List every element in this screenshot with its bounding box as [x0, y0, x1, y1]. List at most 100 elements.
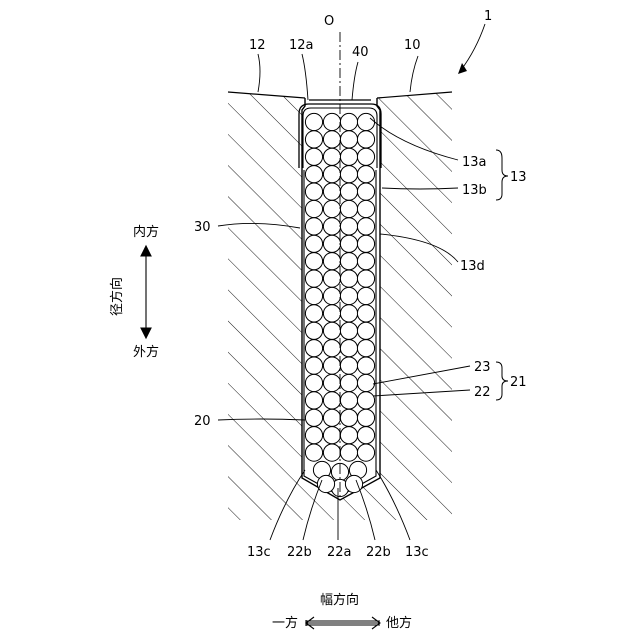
conductor-wire — [340, 270, 357, 287]
conductor-wire — [323, 357, 340, 374]
conductor-wire — [305, 374, 322, 391]
conductor-wire — [305, 270, 322, 287]
label-1: 1 — [484, 9, 492, 24]
label-axis-o: O — [324, 14, 334, 29]
conductor-wire — [305, 253, 322, 270]
conductor-wire — [357, 409, 374, 426]
label-13c-left: 13c — [247, 545, 271, 560]
conductor-wire — [305, 392, 322, 409]
label-40: 40 — [352, 45, 369, 60]
conductor-wire — [340, 392, 357, 409]
brace-21 — [496, 362, 508, 400]
label-radial-title: 径方向 — [109, 277, 125, 316]
conductor-wire — [357, 200, 374, 217]
conductor-wire — [305, 444, 322, 461]
conductor-wire — [340, 287, 357, 304]
conductor-wire — [357, 183, 374, 200]
conductor-wire — [340, 322, 357, 339]
radial-arrow — [141, 246, 151, 338]
label-20: 20 — [194, 414, 211, 429]
label-23: 23 — [474, 360, 491, 375]
label-22: 22 — [474, 385, 491, 400]
conductor-wire — [340, 131, 357, 148]
label-12: 12 — [249, 38, 266, 53]
conductor-wire — [357, 235, 374, 252]
conductor-wire — [305, 218, 322, 235]
conductor-wire — [323, 374, 340, 391]
conductor-wire — [323, 427, 340, 444]
conductor-wire — [357, 392, 374, 409]
conductor-wire — [323, 253, 340, 270]
conductor-wire — [305, 340, 322, 357]
conductor-wire — [305, 200, 322, 217]
conductor-wire — [323, 131, 340, 148]
label-12a: 12a — [289, 38, 314, 53]
conductor-wire — [305, 305, 322, 322]
conductor-wire — [340, 148, 357, 165]
conductor-wire — [305, 166, 322, 183]
label-22b-right: 22b — [366, 545, 391, 560]
width-arrow — [306, 617, 380, 629]
conductor-wire — [357, 305, 374, 322]
label-13: 13 — [510, 170, 527, 185]
conductor-wire — [357, 444, 374, 461]
conductor-wire — [323, 287, 340, 304]
conductor-wire — [340, 253, 357, 270]
conductor-wire — [323, 200, 340, 217]
label-width-one: 一方 — [272, 615, 298, 631]
conductor-wire — [357, 287, 374, 304]
conductor-wire — [340, 409, 357, 426]
conductor-wire — [340, 218, 357, 235]
label-width-other: 他方 — [386, 615, 412, 631]
conductor-wire — [305, 131, 322, 148]
conductor-wire — [305, 409, 322, 426]
conductor-wire — [323, 409, 340, 426]
conductor-wire — [357, 218, 374, 235]
conductor-wire — [340, 340, 357, 357]
conductor-wire — [305, 148, 322, 165]
arrow-fig1-icon — [458, 63, 467, 74]
label-radial-outer: 外方 — [133, 344, 159, 360]
label-22a: 22a — [327, 545, 352, 560]
label-13c-right: 13c — [405, 545, 429, 560]
conductor-wire — [305, 235, 322, 252]
conductor-wire — [357, 357, 374, 374]
conductor-wire — [323, 235, 340, 252]
conductor-wire — [340, 113, 357, 130]
conductor-wire — [323, 340, 340, 357]
conductor-wire — [323, 305, 340, 322]
conductor-wire — [357, 113, 374, 130]
arrow-down-icon — [141, 328, 151, 338]
conductor-wire — [357, 340, 374, 357]
arrow-up-icon — [141, 246, 151, 256]
conductor-wire — [323, 270, 340, 287]
brace-13 — [496, 150, 508, 200]
conductor-wire — [323, 183, 340, 200]
conductor-wire — [340, 444, 357, 461]
label-width-title: 幅方向 — [320, 592, 359, 608]
conductor-wire — [340, 235, 357, 252]
conductor-wire — [357, 166, 374, 183]
label-30: 30 — [194, 220, 211, 235]
conductor-wire — [323, 218, 340, 235]
conductor-wire — [340, 166, 357, 183]
label-10: 10 — [404, 38, 421, 53]
conductor-wire — [323, 322, 340, 339]
conductor-wire — [340, 200, 357, 217]
conductor-wire — [357, 374, 374, 391]
conductor-wire — [357, 131, 374, 148]
conductor-wire — [340, 357, 357, 374]
conductor-wire — [305, 357, 322, 374]
conductor-wire — [323, 444, 340, 461]
conductor-wire — [305, 113, 322, 130]
conductor-wire — [305, 322, 322, 339]
conductor-wire — [357, 253, 374, 270]
conductor-wire — [323, 113, 340, 130]
conductor-wire — [340, 374, 357, 391]
conductor-wire — [340, 305, 357, 322]
conductor-wire — [323, 392, 340, 409]
conductor-wire — [340, 183, 357, 200]
conductor-wire — [305, 287, 322, 304]
conductor-wire — [305, 183, 322, 200]
